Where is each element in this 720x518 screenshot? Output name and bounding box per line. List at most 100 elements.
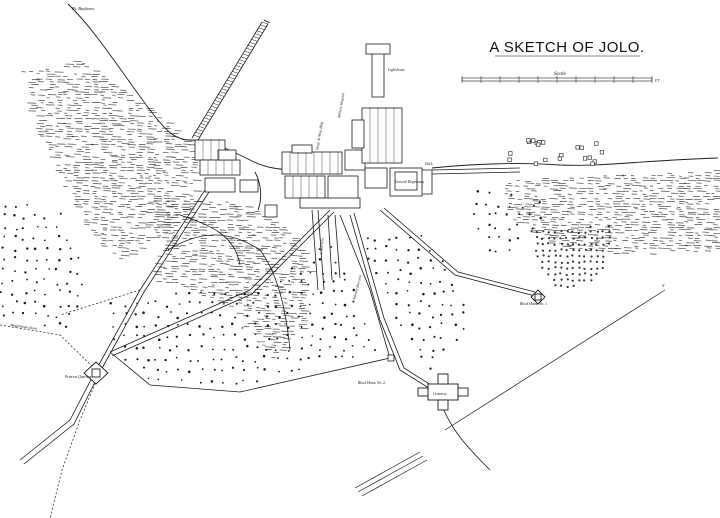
tree-dot	[307, 283, 310, 286]
town-inner-grid	[202, 108, 395, 198]
tree-dot	[265, 315, 268, 318]
tree-dot	[42, 304, 46, 308]
tree-dot	[340, 290, 343, 293]
reef-dot	[578, 273, 581, 276]
reef-dot	[547, 231, 550, 234]
tree-dot	[418, 327, 421, 330]
tree-dot	[334, 355, 337, 358]
tree-dot	[252, 301, 255, 304]
label-road-a: A. Barracks	[319, 237, 325, 256]
pier-tie	[246, 47, 253, 51]
reef-dot	[536, 242, 539, 245]
tree-dot	[420, 234, 423, 237]
reef-dot	[536, 255, 539, 258]
tree-dot	[147, 377, 150, 380]
reef-dot	[583, 255, 586, 258]
tree-dot	[266, 324, 270, 327]
tree-dot	[189, 360, 192, 363]
tree-dot	[33, 289, 36, 292]
reef-dot	[577, 231, 580, 235]
tree-dot	[510, 193, 513, 196]
tree-dot	[232, 348, 235, 351]
tree-dot	[422, 292, 425, 296]
tree-dot	[508, 206, 511, 208]
tree-dot	[188, 300, 191, 303]
tree-dot	[332, 280, 335, 283]
pier-tie	[202, 120, 209, 123]
label-road-left: Magindanao Road	[9, 323, 37, 331]
pier-tie	[230, 73, 237, 77]
tree-dot	[508, 249, 511, 252]
tree-dot	[429, 326, 432, 329]
reef-dot	[553, 278, 556, 282]
tree-dot	[213, 336, 215, 339]
tree-dot	[300, 291, 303, 294]
reef-dot	[571, 260, 575, 263]
tree-dot	[450, 283, 454, 287]
tree-dot	[13, 213, 16, 217]
tree-dot	[57, 234, 61, 238]
tree-dot	[343, 278, 346, 281]
tree-dot	[124, 305, 127, 308]
tree-dot	[36, 225, 39, 228]
tree-dot	[439, 313, 443, 317]
label-point: Pt. Baybara	[71, 6, 94, 11]
tree-dot	[175, 292, 178, 295]
reef-dot	[566, 278, 569, 281]
tree-dot	[462, 311, 465, 314]
harbor-square	[531, 138, 536, 143]
reef-dot	[554, 284, 557, 287]
reef-dot	[608, 236, 611, 239]
tree-dot	[186, 323, 189, 325]
tree-dot	[409, 236, 412, 239]
reef-dots	[530, 225, 611, 289]
tree-dot	[254, 333, 257, 336]
east-quay	[422, 167, 521, 195]
reef-dot	[564, 236, 568, 239]
tree-dot	[26, 278, 28, 281]
tree-dot	[290, 369, 293, 372]
reef-dot	[571, 243, 575, 246]
reef-dot	[559, 254, 562, 257]
tree-dot	[410, 337, 414, 341]
label-dock: Dock	[424, 162, 433, 166]
tree-dot	[164, 358, 167, 362]
tree-dot	[136, 334, 139, 337]
tree-dot	[508, 239, 512, 242]
harbor-square	[559, 153, 564, 158]
pier-tie	[200, 123, 207, 126]
pier-tie	[232, 71, 239, 74]
reef-dot	[590, 273, 593, 276]
tree-dot	[343, 303, 347, 307]
tree-dot	[441, 260, 444, 263]
reef-dot	[547, 260, 550, 263]
tree-dot	[21, 227, 24, 230]
tree-dot	[80, 283, 83, 286]
tree-dot	[59, 212, 62, 215]
reef-dot	[608, 230, 611, 233]
pier-tie	[214, 100, 221, 103]
tree-dot	[298, 368, 300, 371]
tree-dot	[76, 294, 79, 297]
tree-dot	[58, 259, 61, 262]
reef-dot	[536, 235, 539, 239]
reef-dot	[590, 267, 593, 271]
tree-dot	[309, 312, 312, 315]
tree-dot	[1, 267, 4, 270]
tree-dot	[199, 381, 202, 384]
reef-dot	[553, 231, 557, 234]
tree-dot	[494, 212, 497, 215]
tree-dot	[278, 316, 281, 319]
tree-dot	[66, 239, 68, 242]
pier-tie	[225, 82, 232, 86]
tree-dot	[411, 323, 414, 326]
tree-dot	[1, 246, 4, 249]
tree-dot	[256, 366, 259, 369]
tree-dot	[386, 271, 389, 274]
tree-dot	[332, 289, 336, 292]
reef-dot	[554, 249, 557, 252]
tree-dot	[334, 261, 337, 264]
harbor-square	[575, 145, 580, 150]
reef-dot	[560, 229, 563, 233]
tree-dot	[443, 268, 446, 271]
